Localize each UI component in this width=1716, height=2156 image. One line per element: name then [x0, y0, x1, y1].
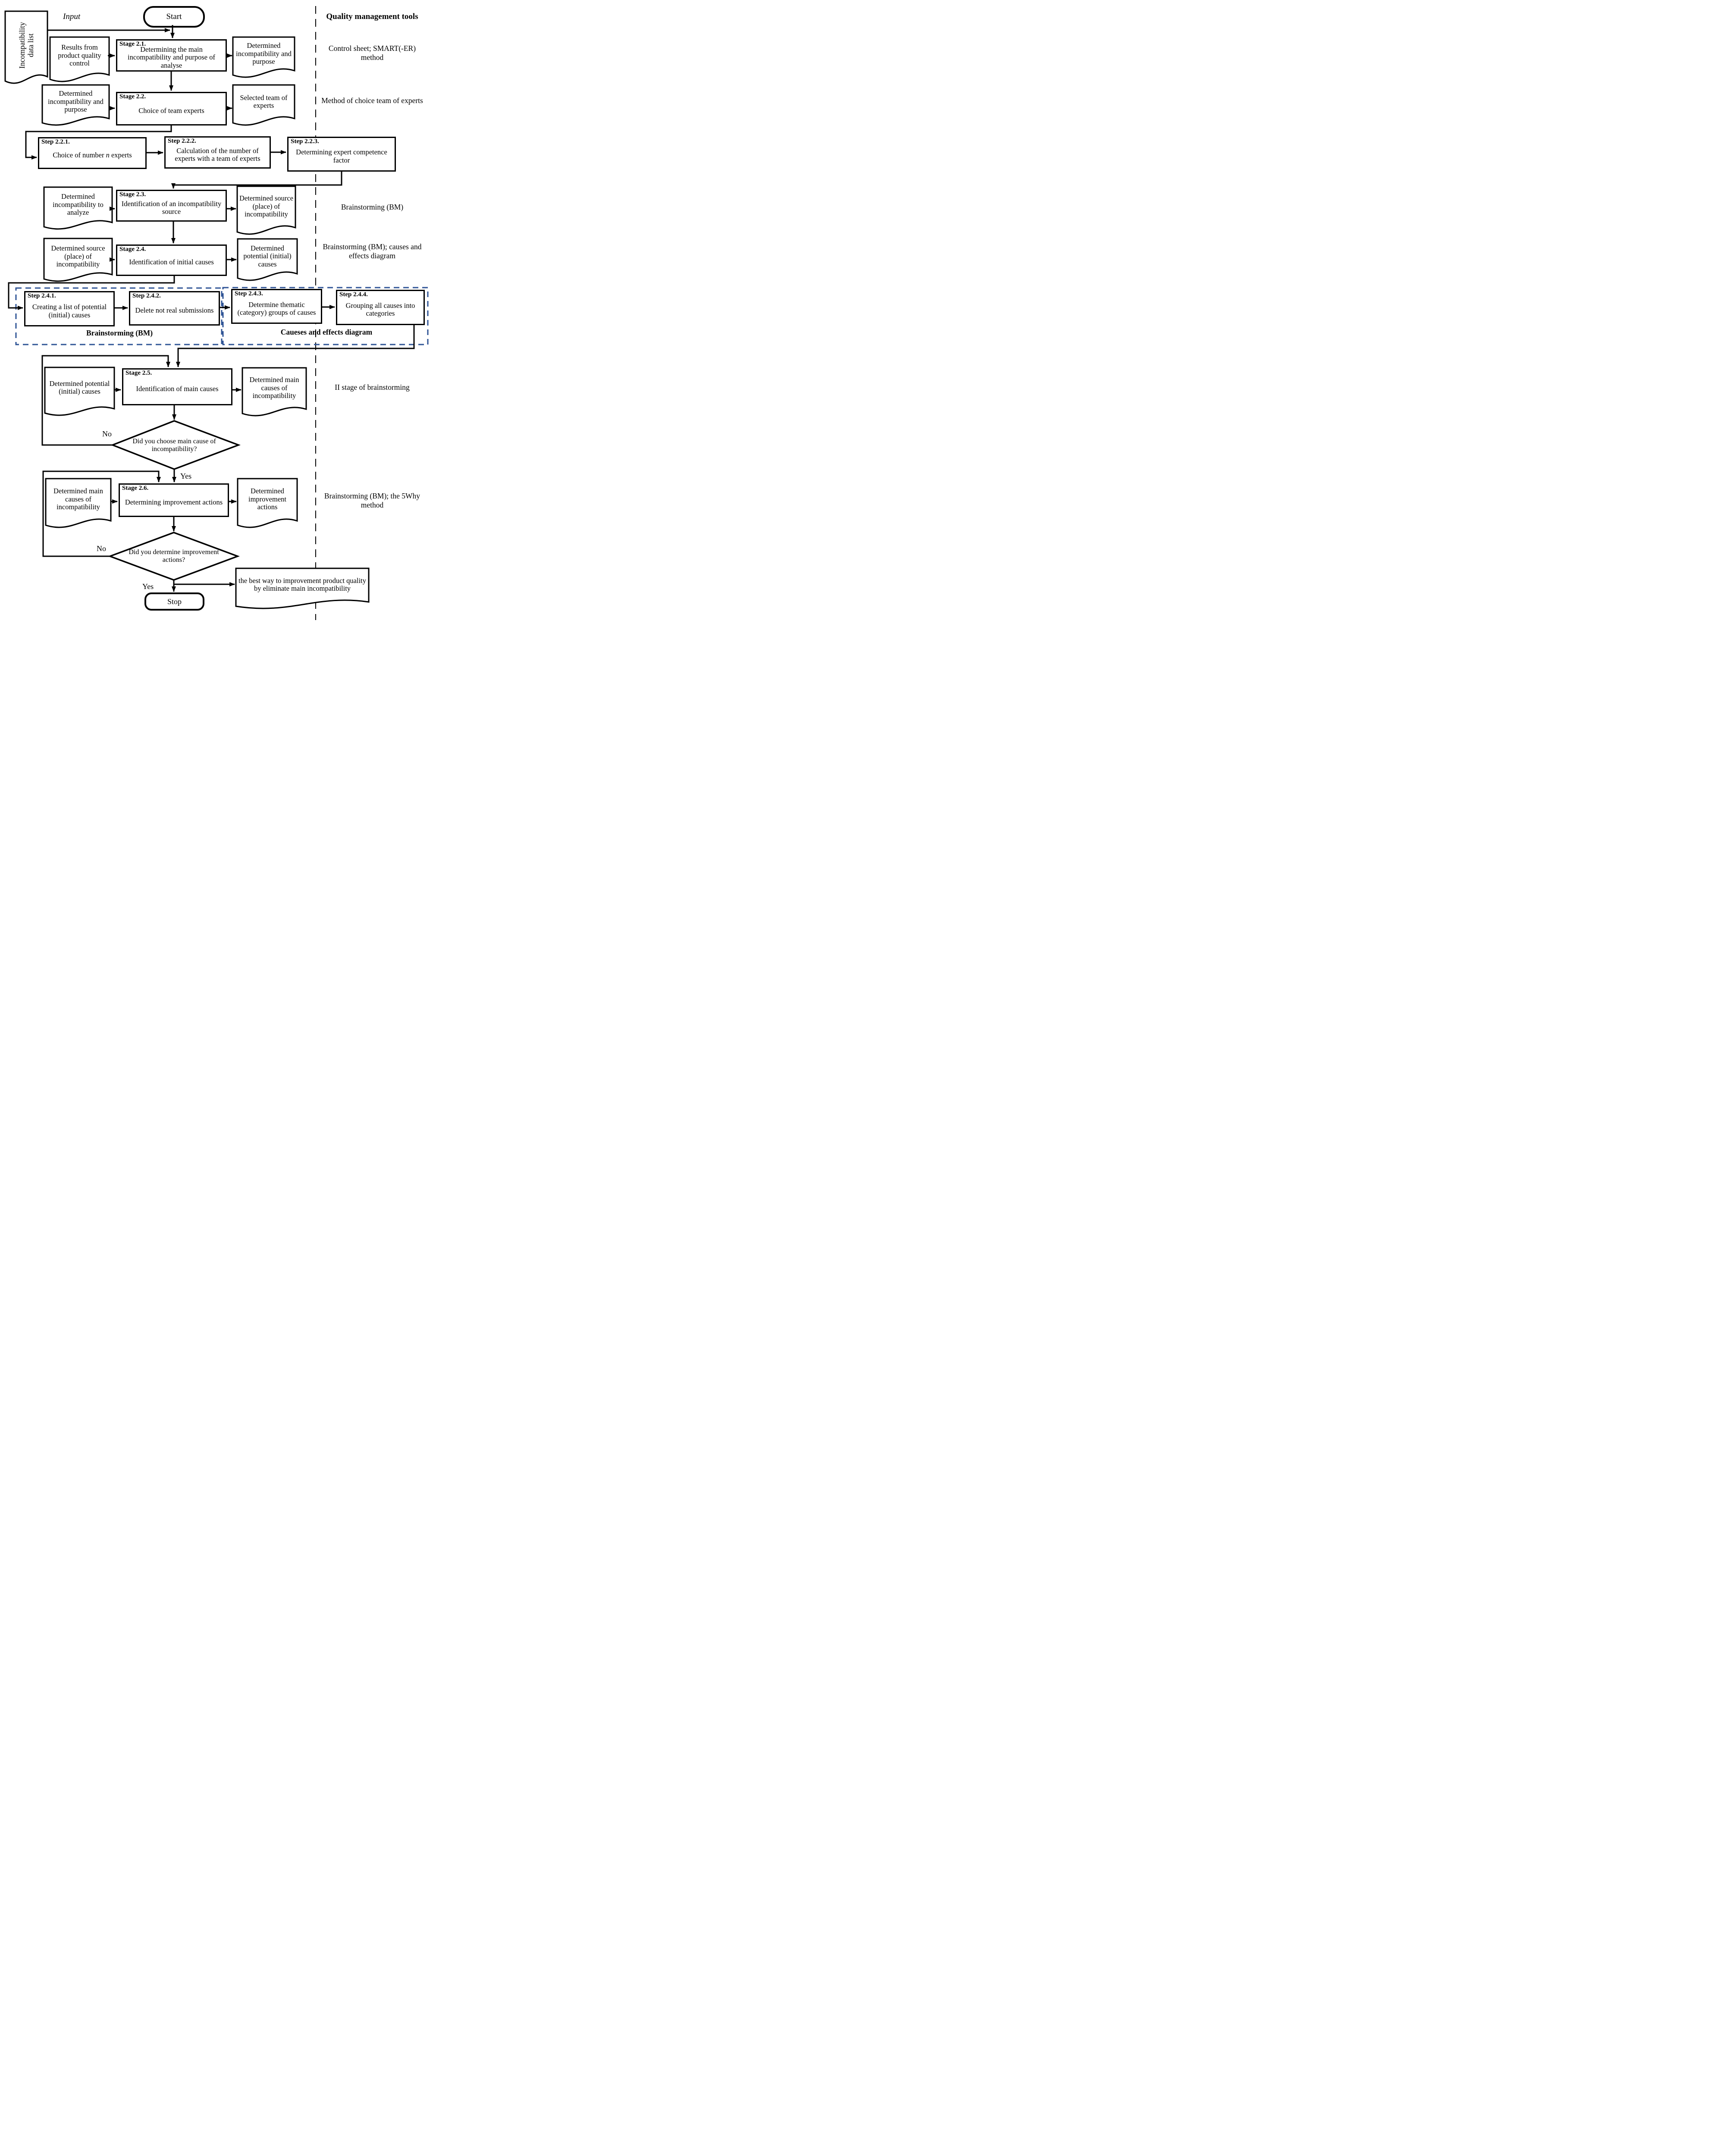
input-doc-line2: data list	[26, 33, 35, 57]
group-label-brainstorming: Brainstorming (BM)	[86, 329, 153, 337]
doc-results-product-quality: Results from product quality control	[58, 43, 101, 68]
stage-2-6-box: Stage 2.6. Determining improvement actio…	[119, 483, 229, 517]
stage-2-5-box: Stage 2.5. Identification of main causes	[122, 368, 232, 405]
step-2-2-3-tag: Step 2.2.3.	[291, 138, 319, 145]
step-2-2-2-box: Step 2.2.2. Calculation of the number of…	[164, 136, 271, 169]
decision-1-question: Did you choose main cause of incompatibi…	[132, 437, 216, 453]
step-2-4-4-box: Step 2.4.4. Grouping all causes into cat…	[336, 290, 425, 325]
stage-2-1-title: Determining the main incompatibility and…	[127, 45, 215, 69]
stage-2-3-box: Stage 2.3. Identification of an incompat…	[116, 190, 227, 222]
stage-2-2-box: Stage 2.2. Choice of team experts	[116, 92, 227, 125]
stage-2-1-tag: Stage 2.1.	[119, 41, 146, 47]
step-2-2-1-tag: Step 2.2.1.	[41, 138, 70, 145]
decision-1-yes-label: Yes	[180, 472, 192, 480]
doc-main-causes: Determined main causes of incompatibilit…	[249, 376, 299, 400]
decision-2-yes-label: Yes	[142, 582, 154, 591]
stage-2-4-box: Stage 2.4. Identification of initial cau…	[116, 244, 227, 276]
document-shape-row3-left	[43, 186, 113, 230]
doc-row5-left: Determined potential (initial) causes	[49, 379, 110, 395]
document-shape-improvement-actions	[237, 478, 298, 528]
stage-2-6-tag: Stage 2.6.	[122, 485, 149, 492]
stage-2-4-tag: Stage 2.4.	[119, 246, 146, 253]
stage-2-2-tag: Stage 2.2.	[119, 93, 146, 100]
tool-item-control-sheet: Control sheet; SMART(-ER) method	[328, 44, 416, 62]
step-2-4-3-tag: Step 2.4.3.	[235, 290, 263, 297]
stage-2-5-tag: Stage 2.5.	[125, 370, 152, 376]
stage-2-3-title: Identification of an incompatibility sou…	[121, 199, 222, 216]
group-label-causes-effects: Caueses and effects diagram	[280, 328, 373, 336]
decision-2-no-label: No	[97, 544, 106, 553]
step-2-4-1-box: Step 2.4.1. Creating a list of potential…	[24, 291, 115, 326]
document-shape-output-best-way	[235, 567, 370, 609]
step-2-2-3-title: Determining expert competence factor	[296, 148, 387, 164]
tool-item-second-stage-brainstorming: II stage of brainstorming	[335, 383, 410, 392]
document-shape-selected-team	[232, 84, 295, 126]
doc-selected-team: Selected team of experts	[240, 93, 288, 110]
doc-output-best-way: the best way to improvement product qual…	[238, 576, 367, 592]
input-data-list-doc: Incompatibility data list	[5, 11, 47, 80]
document-shape-input-data-list	[4, 10, 48, 84]
document-shape-row2-left	[41, 84, 110, 126]
tool-item-brainstorming: Brainstorming (BM)	[341, 203, 404, 211]
step-2-2-2-tag: Step 2.2.2.	[168, 138, 196, 144]
step-2-2-1-title-em: n	[106, 150, 110, 159]
tool-item-brainstorming-5why: Brainstorming (BM); the 5Why method	[324, 492, 420, 509]
step-2-4-4-title: Grouping all causes into categories	[345, 301, 415, 317]
doc-row3-left: Determined incompatibility to analyze	[53, 192, 104, 217]
stage-2-2-title: Choice of team experts	[138, 106, 204, 115]
step-2-4-1-tag: Step 2.4.1.	[28, 292, 56, 299]
doc-row2-left: Determined incompatibility and purpose	[48, 89, 104, 114]
tool-item-method-choice-team: Method of choice team of experts	[321, 96, 423, 105]
input-label: Input	[63, 12, 81, 21]
document-shape-main-causes	[242, 367, 307, 417]
step-2-2-1-title-post: experts	[109, 150, 132, 159]
stage-2-4-title: Identification of initial causes	[129, 258, 214, 266]
doc-improvement-actions: Determined improvement actions	[248, 487, 286, 511]
input-doc-line1: Incompatibility	[17, 22, 26, 69]
document-shape-potential-causes	[237, 238, 298, 281]
doc-row6-left: Determined main causes of incompatibilit…	[53, 487, 103, 511]
doc-potential-causes: Determined potential (initial) causes	[243, 244, 292, 268]
tools-column-header: Quality management tools	[326, 12, 418, 21]
doc-determined-incompatibility-purpose: Determined incompatibility and purpose	[236, 41, 292, 66]
step-2-2-2-title: Calculation of the number of experts wit…	[175, 146, 260, 163]
document-shape-results	[49, 36, 110, 82]
document-shape-determined-incompatibility	[232, 36, 295, 78]
step-2-4-2-box: Step 2.4.2. Delete not real submissions	[129, 291, 220, 326]
step-2-4-2-tag: Step 2.4.2.	[132, 292, 161, 299]
step-2-2-1-box: Step 2.2.1. Choice of number n experts	[38, 137, 147, 169]
stage-2-1-box: Stage 2.1. Determining the main incompat…	[116, 39, 227, 72]
start-terminal: Start	[143, 6, 205, 28]
document-shape-source-place	[236, 185, 296, 235]
group-box-brainstorming	[15, 287, 223, 345]
step-2-4-3-title: Determine thematic (category) groups of …	[237, 300, 316, 317]
flowchart-canvas: Incompatibility data list Input Start St…	[0, 0, 431, 621]
doc-row4-left: Determined source (place) of incompatibi…	[51, 244, 105, 269]
step-2-4-3-box: Step 2.4.3. Determine thematic (category…	[231, 289, 322, 324]
stop-terminal: Stop	[144, 592, 204, 611]
doc-source-place: Determined source (place) of incompatibi…	[239, 194, 294, 219]
step-2-4-4-tag: Step 2.4.4.	[339, 291, 368, 298]
tool-item-brainstorming-causes-effects: Brainstorming (BM); causes and effects d…	[323, 242, 422, 260]
stage-2-3-tag: Stage 2.3.	[119, 191, 146, 198]
step-2-2-3-box: Step 2.2.3. Determining expert competenc…	[287, 137, 396, 172]
decision-1-no-label: No	[102, 429, 112, 438]
step-2-2-1-title-pre: Choice of number	[53, 150, 106, 159]
decision-2-question: Did you determine improvement actions?	[129, 548, 219, 564]
